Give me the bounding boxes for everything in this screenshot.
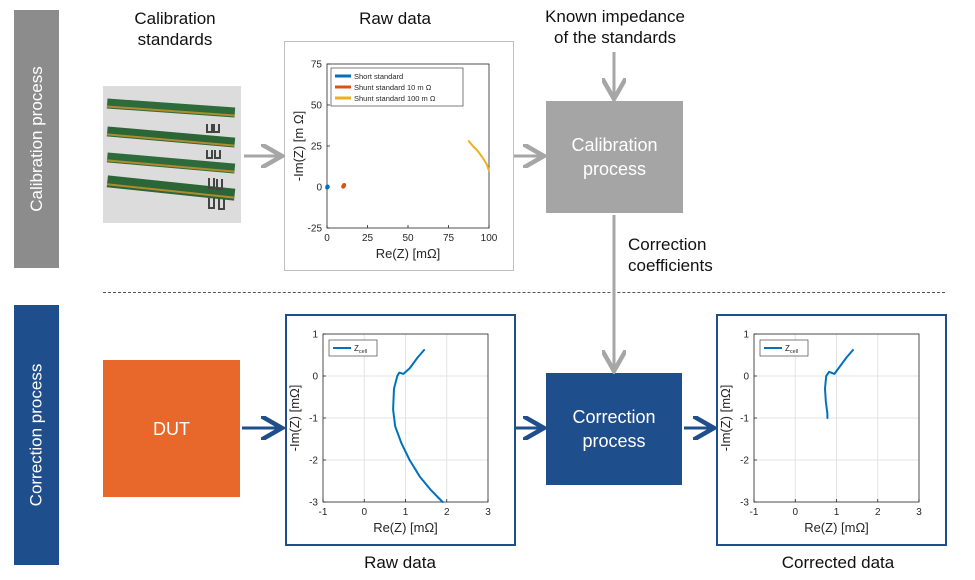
y-tick-label: -3 <box>309 498 318 509</box>
legend-box <box>328 339 378 357</box>
x-tick-label: -1 <box>319 507 328 518</box>
calibration-process-bar-label: Calibration process <box>26 66 46 212</box>
y-tick-label: 50 <box>311 101 323 112</box>
legend-entry: Short standard <box>354 72 403 81</box>
raw-data-bottom-label: Raw data <box>364 553 436 572</box>
calibration-process-box-label: Calibration process <box>571 135 658 179</box>
y-tick-label: -1 <box>740 414 749 425</box>
x-axis-label: Re(Z) [mΩ] <box>373 520 438 535</box>
series-point <box>342 183 347 188</box>
y-tick-label: 25 <box>311 142 323 153</box>
correction-coefficients-label: Correction coefficients <box>628 235 713 275</box>
series-line <box>824 349 854 419</box>
dut-box-label: DUT <box>153 418 190 439</box>
correction-process-bar-label: Correction process <box>26 363 46 507</box>
legend-box <box>330 67 464 107</box>
dut-box: DUT <box>103 360 240 497</box>
x-tick-label: 2 <box>444 507 450 518</box>
y-axis-label: -Im(Z) [mΩ] <box>287 385 302 452</box>
y-axis-label: -Im(Z) [mΩ] <box>718 385 733 452</box>
correction-process-bar: Correction process <box>14 305 59 565</box>
x-tick-label: 2 <box>875 507 881 518</box>
x-tick-label: 0 <box>361 507 367 518</box>
y-tick-label: 75 <box>311 60 323 71</box>
y-tick-label: 0 <box>312 372 318 383</box>
x-axis-label: Re(Z) [mΩ] <box>804 520 869 535</box>
x-tick-label: 0 <box>324 233 330 244</box>
y-tick-label: 0 <box>316 183 322 194</box>
calibration-process-box: Calibration process <box>546 101 683 213</box>
legend-entry-subscript: cell <box>790 349 798 355</box>
series-line <box>467 140 490 172</box>
x-tick-label: 3 <box>485 507 491 518</box>
y-tick-label: -25 <box>308 224 323 235</box>
x-tick-label: 25 <box>362 233 374 244</box>
y-tick-label: 1 <box>312 330 318 341</box>
raw-data-top-label: Raw data <box>359 9 431 28</box>
correction-process-box-label: Correction process <box>572 407 656 451</box>
y-tick-label: -3 <box>740 498 749 509</box>
legend-entry-subscript: cell <box>359 349 367 355</box>
series-point <box>325 184 330 189</box>
x-tick-label: 50 <box>402 233 414 244</box>
x-tick-label: 75 <box>443 233 455 244</box>
y-tick-label: -2 <box>740 456 749 467</box>
y-axis-label: -Im(Z) [m Ω] <box>291 111 306 181</box>
raw-dut-chart: -1 0 1 2 3 -3 -2 -1 0 1Re(Z) [mΩ] -Im(Z) [mΩ] Zcell <box>287 330 491 536</box>
x-tick-label: 1 <box>834 507 840 518</box>
legend-entry: Zcell <box>785 344 798 355</box>
known-impedance-label: Known impedance of the standards <box>545 7 685 47</box>
y-tick-label: 0 <box>743 372 749 383</box>
x-tick-label: 100 <box>481 233 498 244</box>
corrected-data-label: Corrected data <box>781 553 895 572</box>
x-axis-label: Re(Z) [mΩ] <box>376 246 441 261</box>
y-tick-label: 1 <box>743 330 749 341</box>
section-divider <box>103 292 945 293</box>
y-tick-label: -2 <box>309 456 318 467</box>
legend-entry: Shunt standard 10 m Ω <box>354 83 432 92</box>
legend-entry: Shunt standard 100 m Ω <box>354 94 436 103</box>
series-line <box>392 349 444 503</box>
calibration-standards-label: Calibration standards <box>134 9 216 49</box>
legend-box <box>759 339 809 357</box>
calibration-standards-photo <box>103 86 241 223</box>
corrected-dut-chart: -1 0 1 2 3 -3 -2 -1 0 1Re(Z) [mΩ] -Im(Z) [mΩ] Zcell <box>718 330 922 536</box>
x-tick-label: 1 <box>403 507 409 518</box>
legend-entry: Zcell <box>354 344 367 355</box>
x-tick-label: 3 <box>916 507 922 518</box>
pcb-boards-illustration <box>103 86 241 223</box>
x-tick-label: -1 <box>750 507 759 518</box>
correction-process-box: Correction process <box>546 373 682 485</box>
x-tick-label: 0 <box>792 507 798 518</box>
calibration-process-bar: Calibration process <box>14 10 59 268</box>
y-tick-label: -1 <box>309 414 318 425</box>
